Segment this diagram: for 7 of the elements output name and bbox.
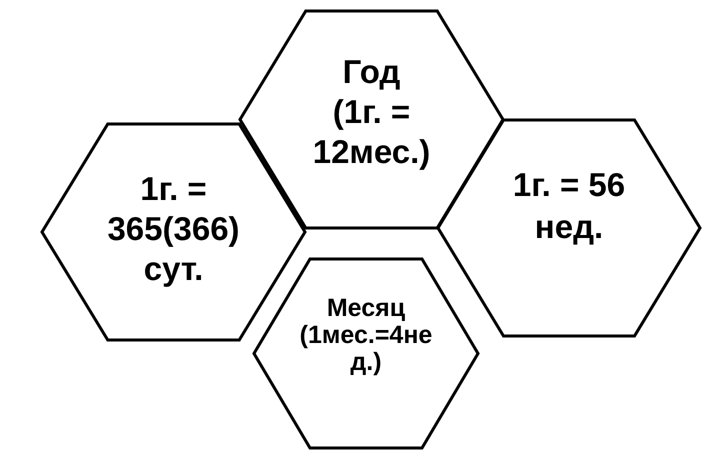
hexagon-text: Год (1г. = 12мес.) <box>312 52 432 172</box>
hexagon-text: Месяц (1мес.=4нед.) <box>298 295 434 376</box>
hexagon-text: 1г. = 365(366) сут. <box>106 169 241 289</box>
hexagon-shape <box>254 259 478 448</box>
hexagon-text: 1г. = 56 нед. <box>512 165 626 247</box>
hexagon-shape <box>240 11 503 228</box>
hexagon-shape <box>438 120 700 336</box>
